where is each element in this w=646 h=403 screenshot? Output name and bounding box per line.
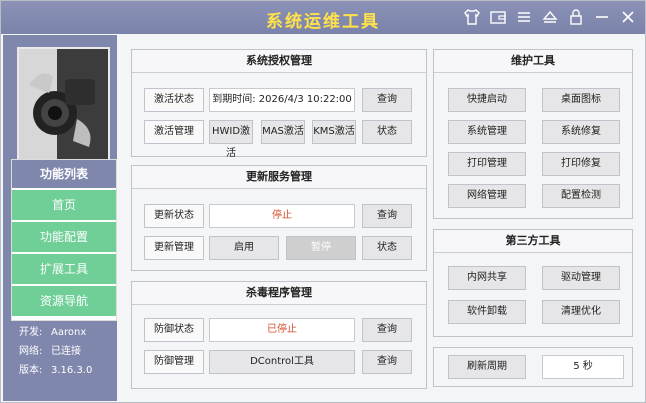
mas-activate-button[interactable]: MAS激活 — [261, 120, 305, 144]
title-bar: 系统运维工具 — [1, 1, 645, 34]
lan-share-button[interactable]: 内网共享 — [448, 266, 526, 290]
maintenance-panel: 维护工具 快捷启动 桌面图标 系统管理 系统修复 打印管理 打印修复 网络管理 … — [433, 49, 633, 219]
update-manage-label: 更新管理 — [144, 236, 204, 260]
menu-item-resources[interactable]: 资源导航 — [12, 284, 116, 316]
function-menu: 功能列表 首页 功能配置 扩展工具 资源导航 — [11, 159, 117, 321]
expire-field: 到期时间: 2026/4/3 10:22:00 — [209, 88, 355, 112]
avatar — [17, 47, 110, 161]
print-repair-button[interactable]: 打印修复 — [542, 152, 620, 176]
menu-item-extensions[interactable]: 扩展工具 — [12, 252, 116, 284]
defense-query-button-2[interactable]: 查询 — [362, 350, 412, 374]
system-manage-button[interactable]: 系统管理 — [448, 120, 526, 144]
antivirus-panel: 杀毒程序管理 防御状态 已停止 查询 防御管理 DControl工具 查询 — [131, 281, 427, 389]
menu-item-config[interactable]: 功能配置 — [12, 220, 116, 252]
defense-status-label: 防御状态 — [144, 318, 204, 342]
update-query-button[interactable]: 查询 — [362, 204, 412, 228]
antivirus-title: 杀毒程序管理 — [132, 282, 426, 305]
eject-icon[interactable] — [541, 8, 559, 26]
update-enable-button[interactable]: 启用 — [209, 236, 279, 260]
close-icon[interactable] — [619, 8, 637, 26]
network-manage-button[interactable]: 网络管理 — [448, 184, 526, 208]
defense-manage-label: 防御管理 — [144, 350, 204, 374]
refresh-period-button[interactable]: 刷新周期 — [448, 355, 526, 379]
dcontrol-button[interactable]: DControl工具 — [209, 350, 355, 374]
update-title: 更新服务管理 — [132, 166, 426, 189]
print-manage-button[interactable]: 打印管理 — [448, 152, 526, 176]
update-status-button[interactable]: 状态 — [362, 236, 412, 260]
config-check-button[interactable]: 配置检测 — [542, 184, 620, 208]
license-status-button[interactable]: 状态 — [362, 120, 412, 144]
defense-status-value: 已停止 — [209, 318, 355, 342]
info-ver-key: 版本: — [19, 365, 43, 376]
license-panel: 系统授权管理 激活状态 到期时间: 2026/4/3 10:22:00 查询 激… — [131, 49, 427, 159]
update-pause-button[interactable]: 暂停 — [286, 236, 356, 260]
menu-item-home[interactable]: 首页 — [12, 188, 116, 220]
update-status-value: 停止 — [209, 204, 355, 228]
license-title: 系统授权管理 — [132, 50, 426, 73]
lock-icon[interactable] — [567, 8, 585, 26]
hwid-activate-button[interactable]: HWID激活 — [209, 120, 253, 159]
info-dev-value: Aaronx — [51, 327, 87, 338]
refresh-period-field[interactable]: 5 秒 — [542, 355, 624, 379]
license-query-button[interactable]: 查询 — [362, 88, 412, 112]
update-panel: 更新服务管理 更新状态 停止 查询 更新管理 启用 暂停 状态 — [131, 165, 427, 271]
menu-title: 功能列表 — [12, 160, 116, 188]
update-status-label: 更新状态 — [144, 204, 204, 228]
thirdparty-panel: 第三方工具 内网共享 驱动管理 软件卸载 清理优化 — [433, 229, 633, 337]
info-net-key: 网络: — [19, 346, 43, 357]
kms-activate-button[interactable]: KMS激活 — [312, 120, 356, 144]
maintenance-title: 维护工具 — [434, 50, 632, 73]
desktop-icons-button[interactable]: 桌面图标 — [542, 88, 620, 112]
refresh-panel: 刷新周期 5 秒 — [433, 347, 633, 387]
cleanup-button[interactable]: 清理优化 — [542, 300, 620, 324]
activation-status-label: 激活状态 — [144, 88, 204, 112]
theme-shirt-icon[interactable] — [463, 8, 481, 26]
thirdparty-title: 第三方工具 — [434, 230, 632, 253]
app-info: 开发: Aaronx 网络: 已连接 版本: 3.16.3.0 — [11, 323, 123, 387]
wallet-icon[interactable] — [489, 8, 507, 26]
info-net-value: 已连接 — [51, 346, 81, 357]
info-ver-value: 3.16.3.0 — [51, 365, 93, 376]
info-dev-key: 开发: — [19, 327, 43, 338]
activation-manage-label: 激活管理 — [144, 120, 204, 144]
driver-manage-button[interactable]: 驱动管理 — [542, 266, 620, 290]
minimize-icon[interactable] — [593, 8, 611, 26]
system-repair-button[interactable]: 系统修复 — [542, 120, 620, 144]
sidebar: 功能列表 首页 功能配置 扩展工具 资源导航 开发:Aaronx 网络:已连接 … — [3, 35, 117, 401]
quick-start-button[interactable]: 快捷启动 — [448, 88, 526, 112]
menu-icon[interactable] — [515, 8, 533, 26]
defense-query-button[interactable]: 查询 — [362, 318, 412, 342]
software-uninstall-button[interactable]: 软件卸载 — [448, 300, 526, 324]
window-title: 系统运维工具 — [266, 12, 380, 32]
